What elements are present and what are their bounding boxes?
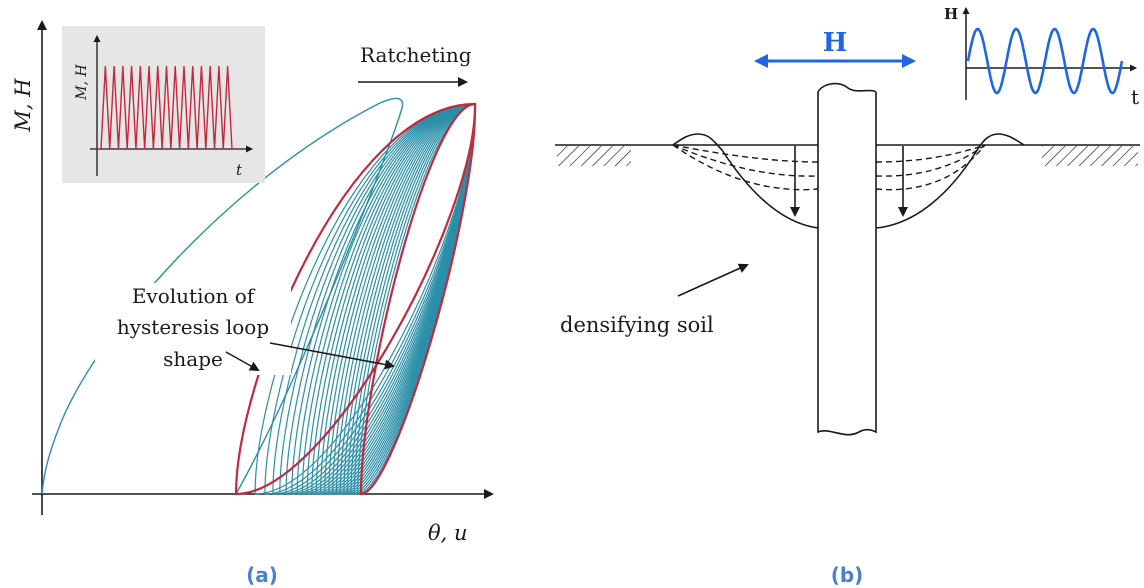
panel-a-y-axis-label: M, H	[11, 78, 35, 133]
panel-b-pile-diagram: H H t densifying soil (b)	[555, 5, 1140, 587]
inset-background	[62, 26, 265, 183]
initial-loading-branch	[41, 97, 404, 495]
panel-b-inset: H t	[944, 5, 1139, 109]
ground-hatch-left	[557, 146, 631, 166]
panel-b-caption: (b)	[831, 563, 864, 587]
pile-body	[817, 92, 877, 436]
annotation-line-1: Evolution of	[132, 284, 256, 308]
annotation-arrow-first-loop	[225, 351, 260, 371]
annotation-line-2: hysteresis loop	[117, 315, 269, 339]
panel-a-inset: M, H t	[62, 26, 265, 183]
ground-hatch-right	[1042, 146, 1138, 166]
ratcheting-label: Ratcheting	[360, 43, 472, 67]
panel-a-x-axis-label: θ, u	[428, 521, 468, 545]
inset-b-y-label: H	[944, 5, 958, 23]
settlement-profile-2	[672, 144, 819, 177]
annotation-line-3: shape	[163, 347, 223, 371]
inset-x-label: t	[236, 161, 243, 179]
inset-y-label: M, H	[74, 63, 90, 100]
annotation-arrow-last-loop	[269, 342, 395, 370]
inset-b-sine-load	[966, 27, 1124, 95]
settlement-profile-3-right	[875, 144, 986, 191]
hysteresis-annotation: Evolution of hysteresis loop shape	[95, 283, 291, 375]
lateral-load-label: H	[823, 28, 848, 58]
settlement-profile-2-right	[875, 144, 986, 177]
crater-profile-right	[875, 133, 1025, 229]
densifying-soil-arrow	[677, 263, 749, 297]
panel-a-caption: (a)	[246, 563, 278, 587]
settlement-profile-1	[672, 144, 819, 163]
panel-a-hysteresis-plot: M, H θ, u M, H t Ratcheting Evolution of…	[11, 20, 494, 587]
settlement-profile-1-right	[875, 144, 986, 163]
inset-load-pulses	[97, 65, 236, 150]
densifying-soil-label: densifying soil	[560, 313, 714, 337]
last-hysteresis-loop	[359, 102, 477, 496]
pile	[817, 82, 877, 436]
pile-top-wave	[817, 82, 877, 93]
hysteresis-loop	[335, 103, 476, 495]
crater-profile-left	[672, 133, 819, 229]
inset-b-x-label: t	[1131, 85, 1139, 109]
